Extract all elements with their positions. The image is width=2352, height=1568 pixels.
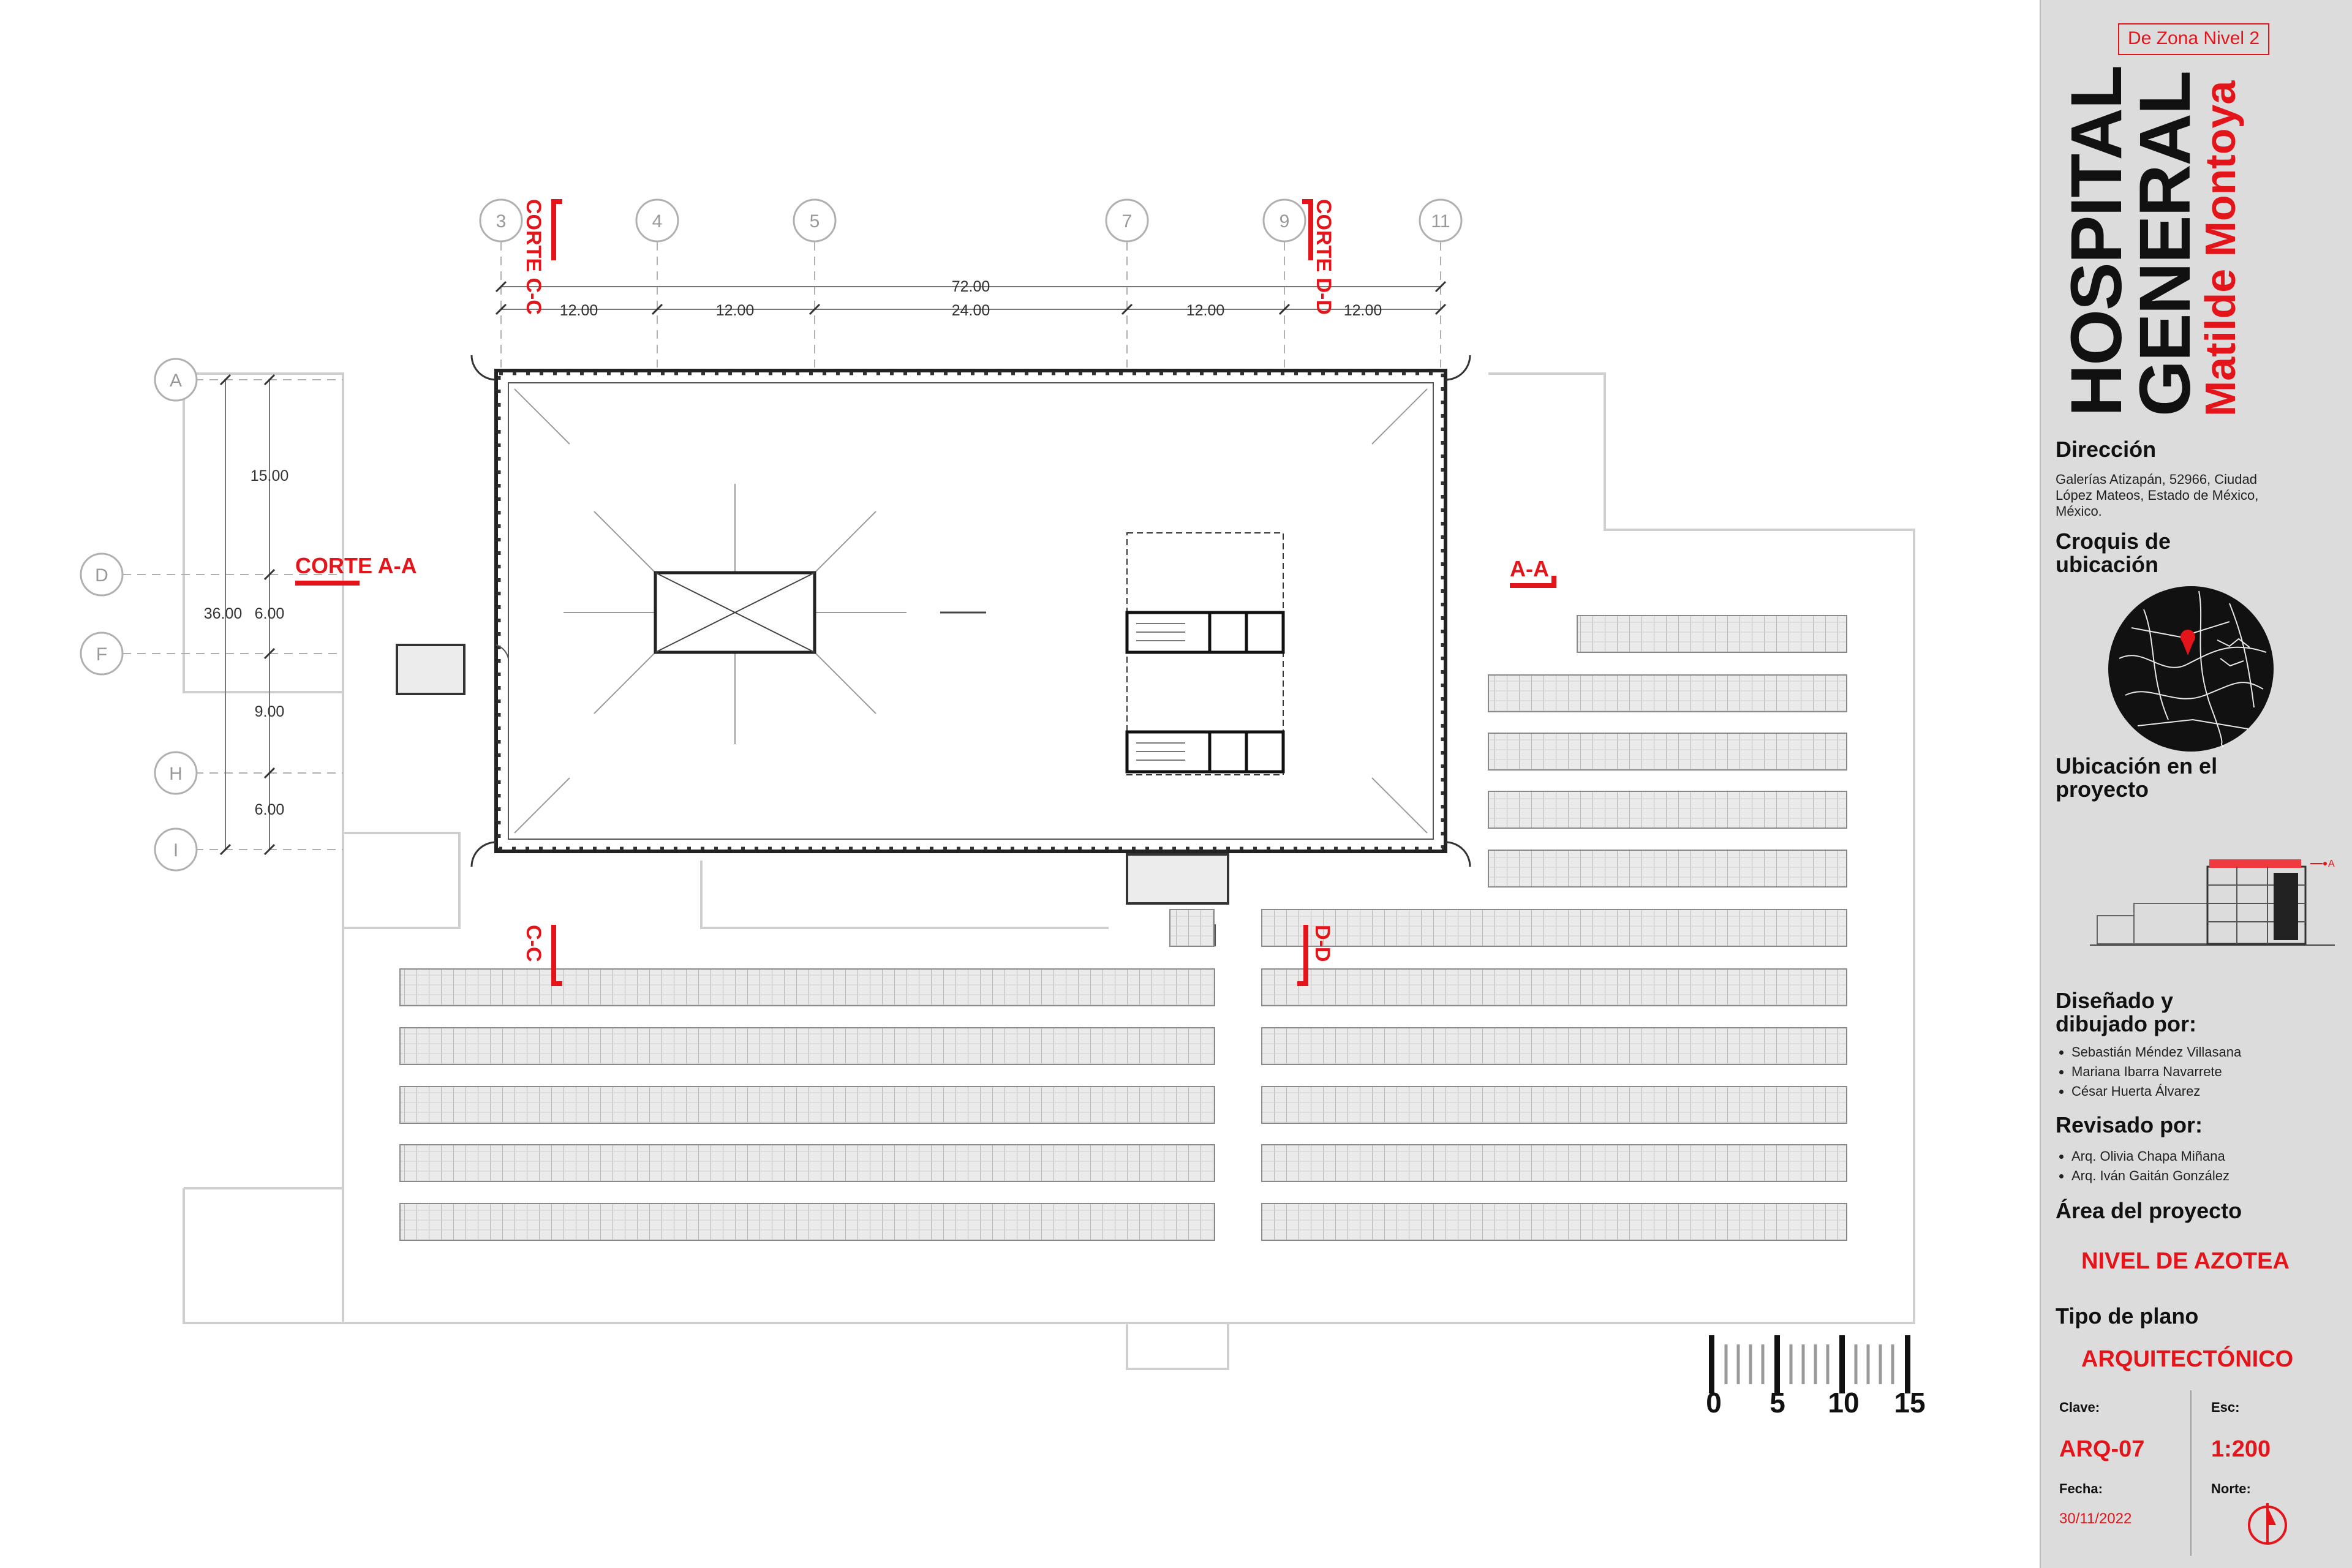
clave-label: Clave: [2059, 1400, 2100, 1415]
axis-label-h: H [169, 764, 183, 784]
dim-v-3: 9.00 [255, 703, 285, 720]
dim-h-5: 12.00 [1344, 302, 1382, 319]
level-marker-label: AZ [2328, 859, 2335, 869]
scale-label-10: 10 [1828, 1387, 1859, 1419]
axis-label-d: D [95, 565, 108, 586]
north-arrow-icon [2248, 1503, 2287, 1545]
fecha-label: Fecha: [2059, 1481, 2103, 1496]
dim-v-1: 15.00 [251, 467, 289, 484]
solar-panel-rows [399, 615, 1847, 1241]
designers-list: Sebastián Méndez Villasana Mariana Ibarr… [2056, 1042, 2241, 1101]
clave-value: ARQ-07 [2059, 1436, 2145, 1462]
designer-item: Sebastián Méndez Villasana [2071, 1042, 2241, 1062]
dim-overall-horizontal: 72.00 [952, 278, 990, 295]
axis-label-11: 11 [1431, 211, 1450, 232]
scale-label-5: 5 [1770, 1387, 1785, 1419]
main-building [396, 355, 1471, 946]
area-label: Área del proyecto [2056, 1198, 2242, 1223]
scale-label-15: 15 [1894, 1387, 1925, 1419]
fecha-value: 30/11/2022 [2059, 1510, 2132, 1527]
ubicacion-label: Ubicación en el proyecto [2056, 753, 2218, 802]
title-line-general: GENERAL [2125, 72, 2206, 417]
title-line-hospital: HOSPITAL [2056, 66, 2137, 417]
location-map-icon [2108, 586, 2274, 752]
disenado-label: Diseñado y dibujado por: [2056, 988, 2196, 1036]
dim-overall-vertical: 36.00 [204, 605, 243, 622]
section-corte-aa-label: CORTE A-A [295, 553, 417, 578]
title-line-matilde-montoya: Matilde Montoya [2196, 80, 2244, 417]
section-cc-label: C-C [522, 925, 545, 962]
axis-label-i: I [173, 840, 178, 861]
fields-divider [2190, 1390, 2192, 1556]
dim-h-2: 12.00 [716, 302, 755, 319]
revisado-label: Revisado por: [2056, 1112, 2203, 1137]
norte-label: Norte: [2211, 1481, 2251, 1496]
row-grid: A D F H I [80, 358, 343, 872]
direccion-text: Galerías Atizapán, 52966, Ciudad López M… [2056, 472, 2259, 519]
axis-label-5: 5 [810, 211, 820, 232]
zone-badge: De Zona Nivel 2 [2118, 23, 2270, 55]
tipo-value: ARQUITECTÓNICO [2081, 1346, 2294, 1372]
project-title: HOSPITAL GENERAL Matilde Montoya [2056, 55, 2320, 417]
axis-label-9: 9 [1280, 211, 1290, 232]
dim-v-2: 6.00 [255, 605, 285, 622]
dim-h-3: 24.00 [952, 302, 990, 319]
axis-label-a: A [170, 371, 182, 391]
reviewer-item: Arq. Iván Gaitán González [2071, 1166, 2230, 1186]
dim-h-4: 12.00 [1186, 302, 1225, 319]
section-markers: CORTE A-A A-A CORTE C-C CORTE D-D C-C D-… [295, 199, 1556, 986]
horizontal-dimensions: 72.00 12.00 12.00 24.00 12.00 12.00 [495, 278, 1447, 319]
croquis-label: Croquis de ubicación [2056, 529, 2171, 577]
axis-label-3: 3 [496, 211, 507, 232]
column-grid: 3 4 5 7 9 11 [479, 198, 1463, 368]
site-outline [183, 372, 1915, 1370]
section-corte-cc-label: CORTE C-C [522, 199, 545, 315]
section-corte-dd-label: CORTE D-D [1312, 199, 1335, 315]
graphic-scale: 0 5 10 15 [1706, 1335, 1926, 1419]
scale-label-0: 0 [1706, 1387, 1722, 1419]
designer-item: Mariana Ibarra Navarrete [2071, 1062, 2241, 1082]
title-block: De Zona Nivel 2 HOSPITAL GENERAL Matilde… [2040, 0, 2352, 1568]
tipo-label: Tipo de plano [2056, 1303, 2199, 1329]
designer-item: César Huerta Álvarez [2071, 1082, 2241, 1101]
reviewers-list: Arq. Olivia Chapa Miñana Arq. Iván Gaitá… [2056, 1147, 2230, 1186]
reviewer-item: Arq. Olivia Chapa Miñana [2071, 1147, 2230, 1166]
section-dd-label: D-D [1311, 925, 1334, 962]
dim-h-1: 12.00 [560, 302, 598, 319]
axis-label-7: 7 [1122, 211, 1133, 232]
dim-v-4: 6.00 [255, 801, 285, 818]
esc-label: Esc: [2211, 1400, 2240, 1415]
area-value: NIVEL DE AZOTEA [2081, 1248, 2290, 1274]
esc-value: 1:200 [2211, 1436, 2271, 1462]
vertical-dimensions: 36.00 15.00 6.00 9.00 6.00 [204, 374, 289, 856]
architectural-plan: 3 4 5 7 9 11 72.00 12.00 12.00 24.00 12.… [80, 198, 1926, 1419]
axis-label-f: F [96, 644, 107, 665]
axis-label-4: 4 [652, 211, 663, 232]
elevation-thumbnail-icon: AZ [2090, 859, 2335, 946]
section-aa-label: A-A [1510, 556, 1549, 581]
direccion-label: Dirección [2056, 437, 2157, 462]
